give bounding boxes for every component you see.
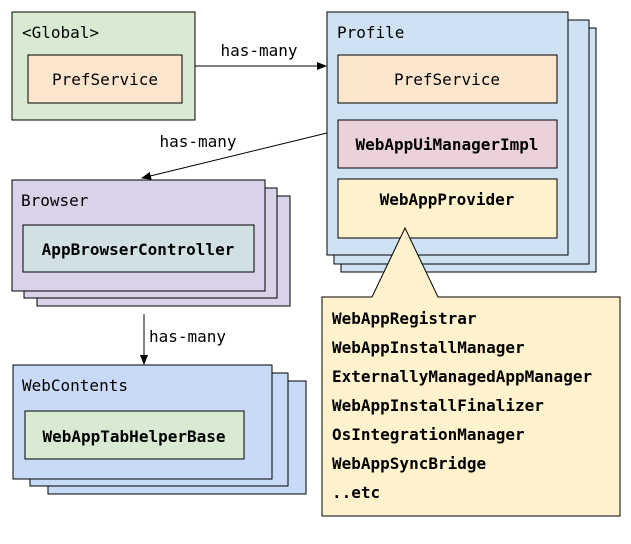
global-prefservice-box: [27, 54, 183, 104]
webapp-ui-manager-box: [337, 119, 558, 169]
webapp-ui-manager-label: WebAppUiManagerImpl: [355, 135, 538, 154]
profile-browser-label: has-many: [159, 132, 236, 151]
profile-browser-relation: has-many: [141, 132, 328, 180]
callout-item: OsIntegrationManager: [332, 425, 525, 444]
profile-node: Profile PrefService WebAppUiManagerImpl …: [326, 11, 597, 273]
profile-title: Profile: [337, 23, 404, 42]
profile-prefservice-label: PrefService: [394, 70, 500, 89]
profile-browser-arrow: [141, 132, 328, 180]
global-prefservice-label: PrefService: [52, 70, 158, 89]
callout-item: ExternallyManagedAppManager: [332, 367, 592, 386]
webapp-tab-helper-box: [24, 410, 245, 460]
webapp-provider-label: WebAppProvider: [380, 190, 515, 209]
app-browser-controller-box: [22, 224, 255, 273]
callout-item: WebAppInstallManager: [332, 338, 525, 357]
callout-item: WebAppRegistrar: [332, 309, 477, 328]
callout-item: ..etc: [332, 483, 380, 502]
global-profile-label: has-many: [220, 41, 297, 60]
browser-webcontents-relation: has-many: [140, 314, 226, 365]
browser-node: Browser AppBrowserController: [11, 179, 291, 307]
global-title: <Global>: [22, 23, 99, 42]
callout-item: WebAppSyncBridge: [332, 454, 486, 473]
app-browser-controller-label: AppBrowserController: [42, 240, 235, 259]
webapp-tab-helper-label: WebAppTabHelperBase: [42, 427, 225, 446]
browser-title: Browser: [21, 191, 89, 210]
browser-webcontents-label: has-many: [149, 327, 226, 346]
webcontents-title: WebContents: [22, 376, 128, 395]
profile-prefservice-box: [337, 54, 558, 104]
global-profile-relation: has-many: [195, 41, 327, 70]
webapp-provider-box: [337, 178, 558, 239]
provider-callout: WebAppRegistrar WebAppInstallManager Ext…: [321, 226, 621, 517]
global-node: <Global> PrefService: [11, 11, 196, 121]
provider-callout-shape: [321, 226, 621, 517]
callout-item: WebAppInstallFinalizer: [332, 396, 544, 415]
webcontents-node: WebContents WebAppTabHelperBase: [12, 364, 307, 495]
